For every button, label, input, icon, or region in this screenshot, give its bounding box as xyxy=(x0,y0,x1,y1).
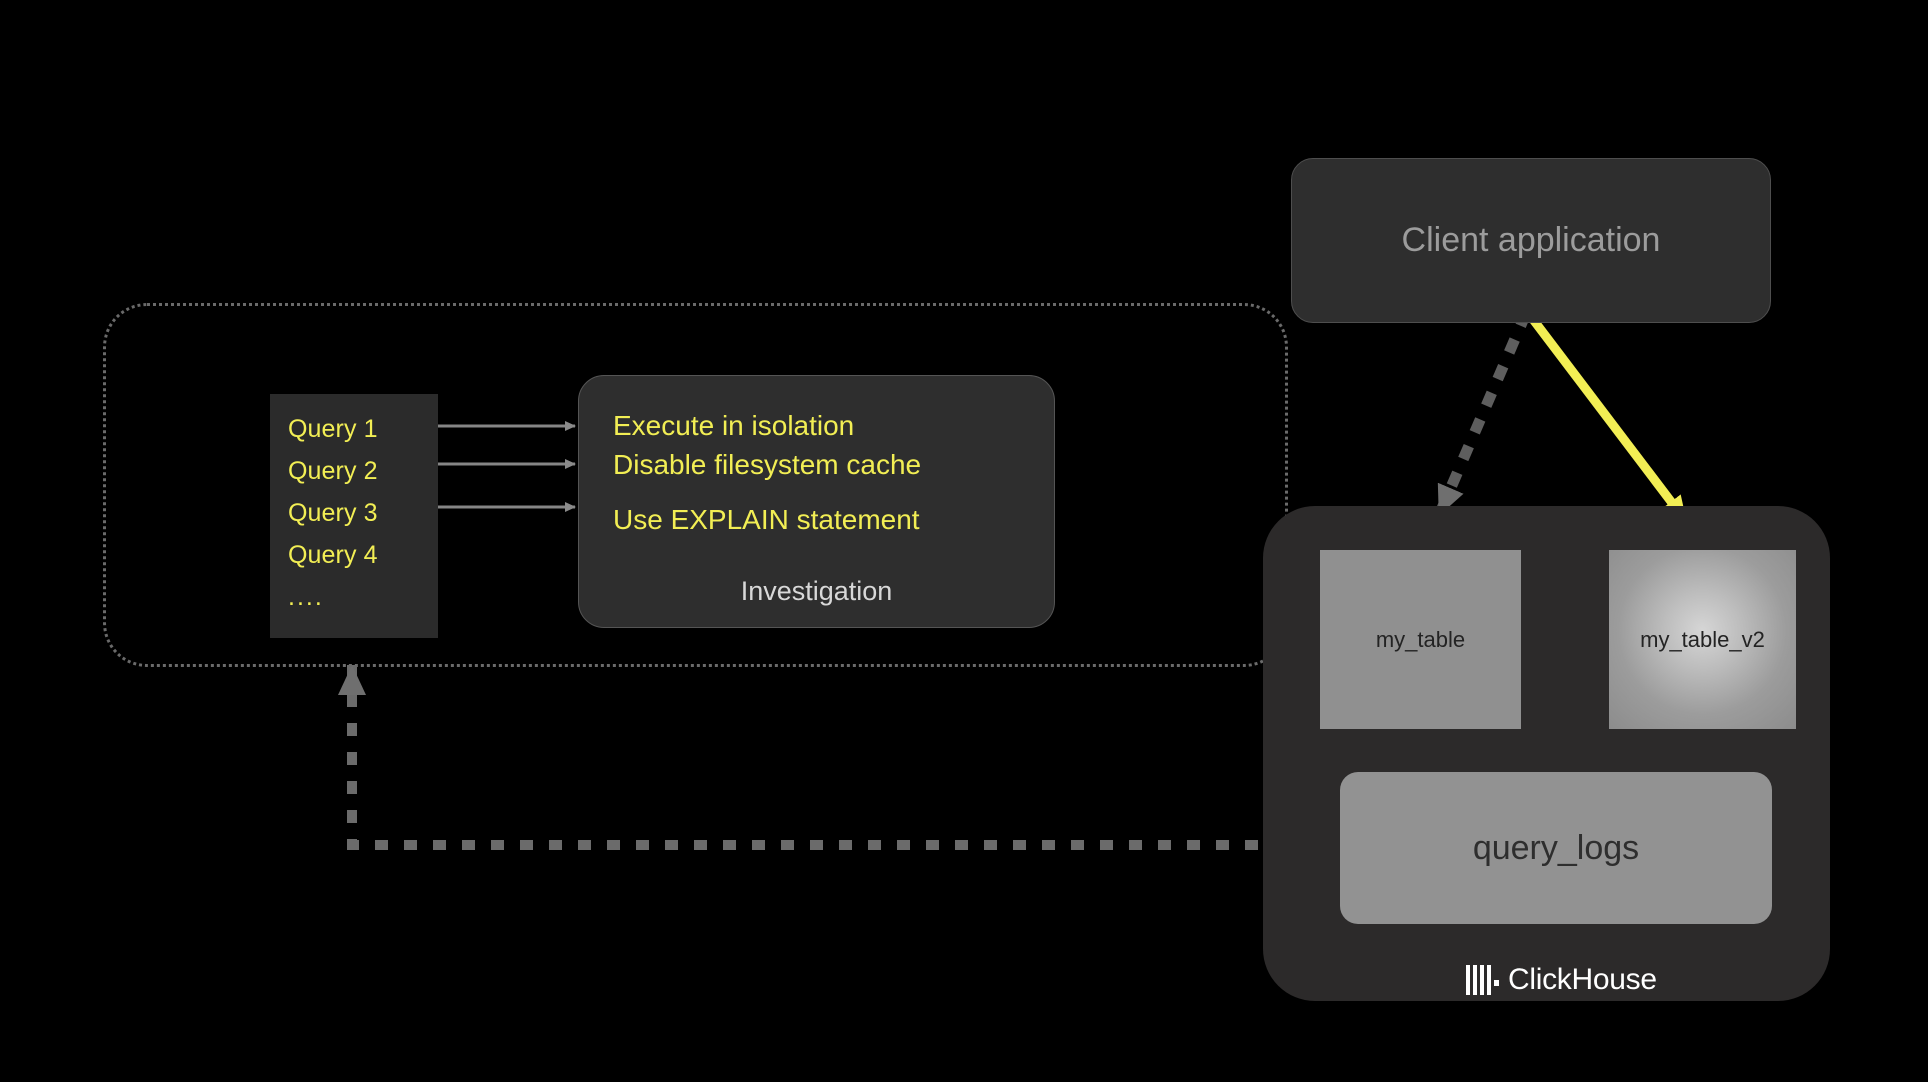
list-item[interactable]: Query 3 xyxy=(288,499,378,527)
investigation-step: Disable filesystem cache xyxy=(613,449,922,480)
clickhouse-logo: ClickHouse xyxy=(1466,963,1657,997)
list-item-ellipsis: .... xyxy=(288,583,324,611)
table-label: my_table_v2 xyxy=(1640,626,1765,652)
table-label: my_table xyxy=(1375,626,1466,652)
client-application-node: Client application xyxy=(1291,158,1771,323)
client-to-my-table-edge xyxy=(1432,310,1532,521)
client-application-label: Client application xyxy=(1401,221,1661,259)
investigation-step: Execute in isolation xyxy=(613,410,855,441)
list-item[interactable]: Query 4 xyxy=(288,541,378,569)
investigation-caption: Investigation xyxy=(740,576,893,606)
investigation-group-outline xyxy=(103,303,1288,667)
clickhouse-wordmark: ClickHouse xyxy=(1508,963,1657,996)
list-item[interactable]: Query 2 xyxy=(288,457,378,485)
clickhouse-bars-icon xyxy=(1466,965,1499,995)
table-label: query_logs xyxy=(1472,828,1640,867)
table-node-my-table: my_table xyxy=(1320,550,1521,729)
investigation-card: Execute in isolation Disable filesystem … xyxy=(578,375,1055,628)
investigation-step: Use EXPLAIN statement xyxy=(613,504,920,535)
client-to-my-table-v2-edge xyxy=(1528,315,1689,523)
table-node-query-logs: query_logs xyxy=(1340,772,1772,924)
query-list-box: Query 1 Query 2 Query 3 Query 4 .... xyxy=(270,394,438,638)
list-item[interactable]: Query 1 xyxy=(288,415,378,443)
table-node-my-table-v2: my_table_v2 xyxy=(1609,550,1796,729)
query-logs-to-queries-edge xyxy=(338,663,1345,850)
